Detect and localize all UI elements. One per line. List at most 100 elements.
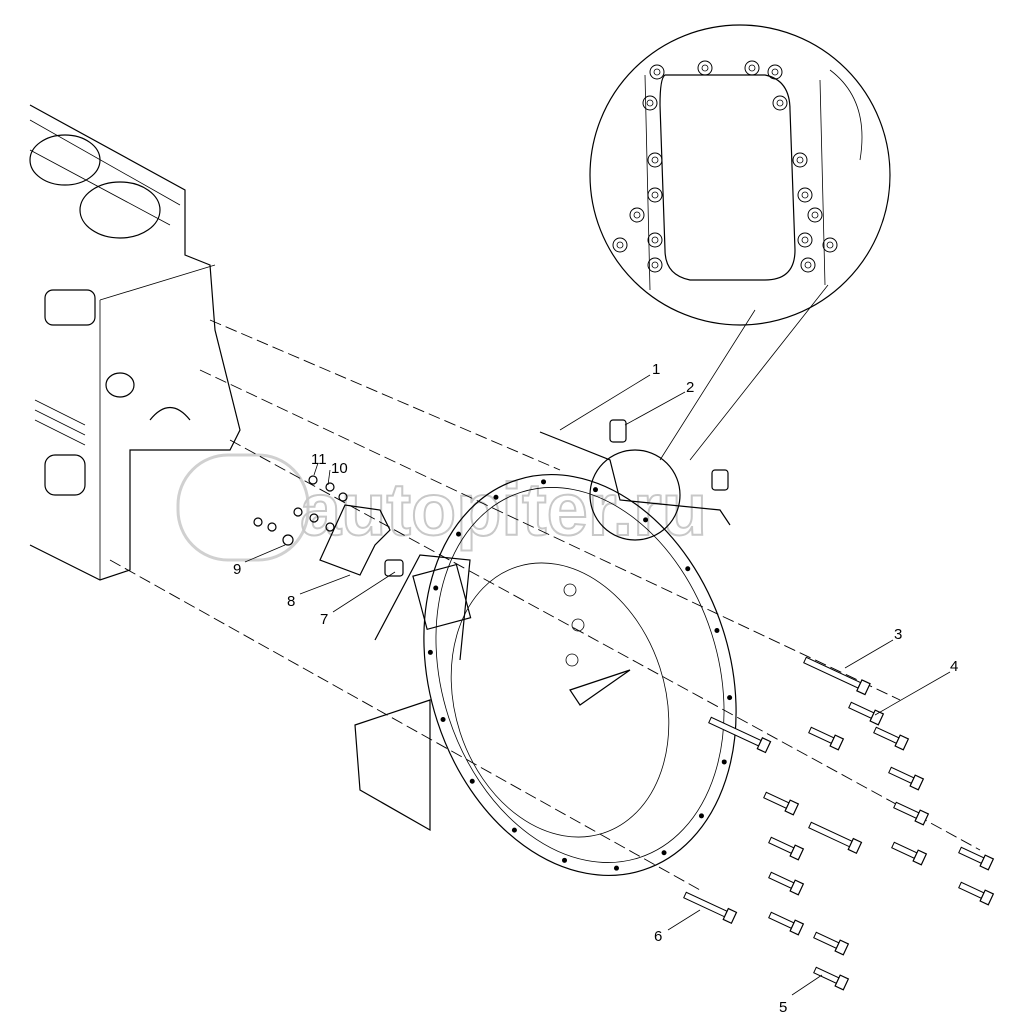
bolt-head <box>784 799 800 816</box>
bolt-head <box>914 809 930 826</box>
bolt-shank <box>768 836 795 854</box>
callout-8: 8 <box>287 593 295 610</box>
bolt-head <box>912 849 928 866</box>
bolt-head <box>979 889 995 906</box>
bolt-head <box>909 774 925 791</box>
rim-hole <box>427 649 433 655</box>
rim-hole <box>613 865 619 871</box>
bolt-hole-inner <box>801 191 809 199</box>
bolt-hole <box>697 60 713 76</box>
bolt-shank <box>708 716 762 747</box>
bolt-hole <box>629 207 645 223</box>
rim-hole <box>511 827 517 833</box>
watermark-logo: autopiter.ru <box>176 453 708 562</box>
bolt-shank <box>958 881 985 899</box>
callout-5: 5 <box>779 999 787 1016</box>
bolt-hole <box>822 237 838 253</box>
bolt-head <box>869 709 885 726</box>
callout-labels: 1 2 3 4 5 6 7 8 9 10 11 <box>233 361 958 1016</box>
bolt-shank <box>813 966 840 984</box>
bolt-hole <box>647 257 663 273</box>
callout-10: 10 <box>331 460 348 477</box>
bolt-hole-inner <box>771 68 779 76</box>
rim-hole <box>541 479 547 485</box>
bolt-head <box>834 939 850 956</box>
rim-hole <box>592 487 598 493</box>
bolt-hole <box>647 232 663 248</box>
bolt-shank <box>891 841 918 859</box>
bolt-hole-inner <box>811 211 819 219</box>
rim-hole <box>714 628 720 634</box>
bolt <box>768 911 805 936</box>
bolt-hole <box>767 64 783 80</box>
bolt <box>708 716 772 754</box>
bolt-hole-inner <box>796 156 804 164</box>
bolt-hole <box>642 95 658 111</box>
bolt-shank <box>803 656 862 689</box>
bolt <box>768 871 805 896</box>
bolt-head <box>722 907 738 925</box>
bolt-hole-inner <box>651 156 659 164</box>
bracket-parts <box>253 475 404 577</box>
leader-lines <box>244 374 951 996</box>
rim-hole <box>643 517 649 523</box>
alignment-lines <box>109 319 981 891</box>
bolt-head <box>856 679 871 696</box>
bolt-hole-inner <box>826 241 834 249</box>
bolt <box>768 836 805 861</box>
rim-hole <box>685 566 691 572</box>
engine-block <box>29 104 241 581</box>
bolt-shank <box>873 726 900 744</box>
bolts <box>683 656 995 991</box>
bolt <box>891 841 928 866</box>
bolt-hole <box>800 257 816 273</box>
callout-9: 9 <box>233 561 241 578</box>
rim-hole <box>456 531 462 537</box>
bolt-head <box>789 844 805 861</box>
bolt-hole <box>612 237 628 253</box>
rim-hole <box>661 850 667 856</box>
bolt <box>763 791 800 816</box>
bolt <box>683 891 738 925</box>
bolt-head <box>847 837 863 855</box>
bolt-hole <box>647 187 663 203</box>
bolt <box>803 656 871 696</box>
bolt-hole-inner <box>646 99 654 107</box>
rim-hole <box>721 759 727 765</box>
bolt <box>888 766 925 791</box>
bolt-head <box>789 919 805 936</box>
detail-view <box>589 24 891 461</box>
bolt-shank <box>808 726 835 744</box>
callout-1: 1 <box>652 361 660 378</box>
bolt-hole <box>807 207 823 223</box>
bolt-head <box>829 734 845 751</box>
bolt-shank <box>893 801 920 819</box>
bolt-hole <box>647 152 663 168</box>
bolt <box>808 726 845 751</box>
bolt-shank <box>888 766 915 784</box>
callout-4: 4 <box>950 658 958 675</box>
bolt-shank <box>683 891 728 918</box>
bolt-hole-inner <box>748 64 756 72</box>
bolt <box>813 966 850 991</box>
bolt-shank <box>768 871 795 889</box>
bolt <box>848 701 885 726</box>
bolt-hole-inner <box>701 64 709 72</box>
rim-hole <box>469 778 475 784</box>
bolt-hole-inner <box>804 261 812 269</box>
bolt-hole-inner <box>651 191 659 199</box>
bolt <box>893 801 930 826</box>
bolt <box>808 821 863 855</box>
bolt-hole-inner <box>651 261 659 269</box>
bolt-hole-inner <box>633 211 641 219</box>
bolt-shank <box>763 791 790 809</box>
bolt-hole-inner <box>653 68 661 76</box>
rim-hole <box>440 716 446 722</box>
bolt-hole-inner <box>776 99 784 107</box>
callout-2: 2 <box>686 379 694 396</box>
bolt-head <box>894 734 910 751</box>
bolt-hole <box>792 152 808 168</box>
callout-6: 6 <box>654 928 662 945</box>
bolt-hole <box>744 60 760 76</box>
